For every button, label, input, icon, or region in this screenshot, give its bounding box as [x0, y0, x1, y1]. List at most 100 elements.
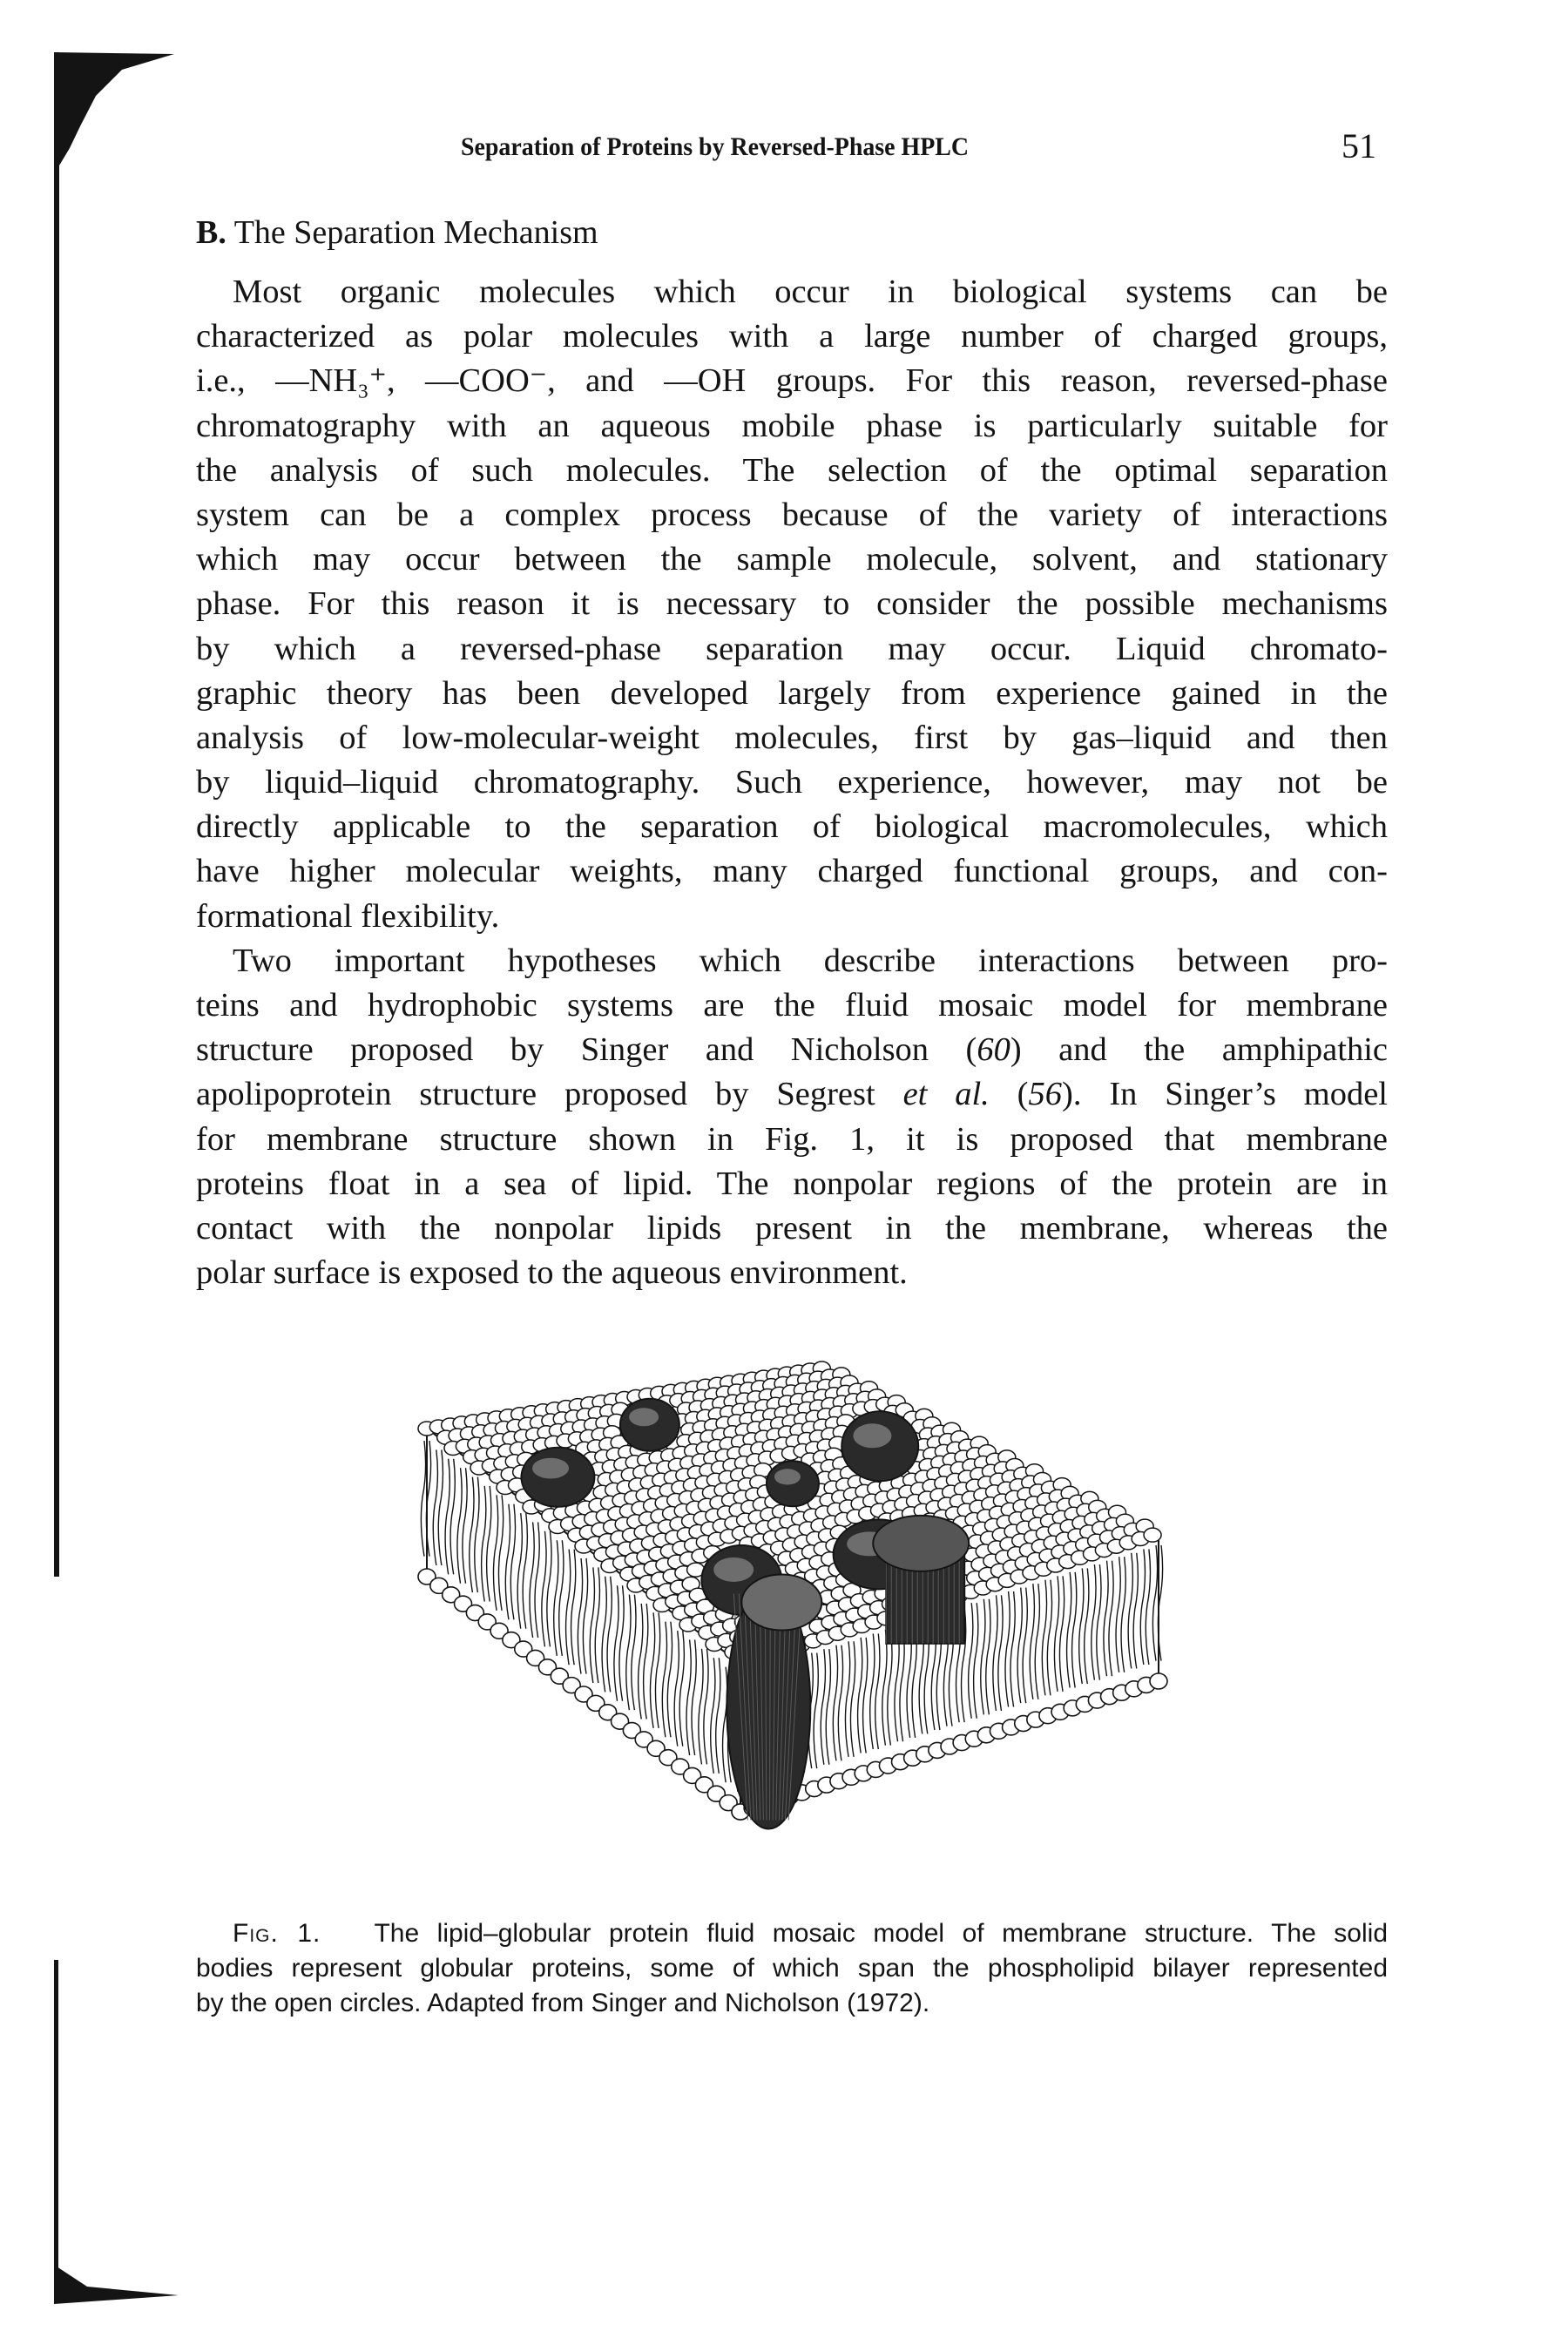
lipid-head	[659, 1748, 678, 1767]
lipid-head	[670, 1758, 690, 1775]
figure-label: Fig. 1.	[233, 1919, 321, 1948]
lipid-tail	[1108, 1560, 1114, 1677]
lipid-tail	[517, 1512, 524, 1629]
lipid-tail	[1022, 1587, 1028, 1704]
text-line: by liquid–liquid chromatography. Such ex…	[196, 764, 1388, 801]
page-number: 51	[1342, 126, 1376, 166]
lipid-tail	[546, 1530, 552, 1647]
lipid-tail	[469, 1476, 475, 1593]
lipid-head	[598, 1703, 618, 1721]
lipid-tail	[432, 1449, 439, 1566]
text-line: by which a reversed-phase separation may…	[196, 630, 1388, 667]
lipid-tail	[875, 1633, 881, 1750]
lipid-tail	[985, 1598, 991, 1715]
scan-edge-mark	[54, 52, 179, 2304]
lipid-tail	[967, 1603, 974, 1719]
lipid-tail	[997, 1595, 1004, 1712]
lipid-tail	[844, 1641, 851, 1758]
protein-top	[740, 1573, 823, 1632]
lipid-tail	[849, 1641, 856, 1758]
lipid-tail	[1010, 1591, 1016, 1707]
text-line: analysis of low-molecular-weight molecul…	[196, 719, 1388, 756]
lipid-tail	[661, 1621, 668, 1738]
lipid-tail	[582, 1557, 589, 1674]
lipid-tail	[679, 1630, 686, 1747]
lipid-tail	[570, 1549, 577, 1665]
text-line: characterized as polar molecules with a …	[196, 318, 1388, 355]
lipid-tail	[1029, 1584, 1036, 1699]
lipid-tail	[1053, 1576, 1060, 1693]
lipid-tail	[529, 1522, 535, 1638]
protein-hatching	[738, 1593, 752, 1821]
lipid-tail	[462, 1468, 468, 1584]
text-line: contact with the nonpolar lipids present…	[196, 1209, 1388, 1247]
lipid-tail	[564, 1549, 571, 1665]
lipid-tail	[1058, 1576, 1065, 1693]
lipid-tail	[558, 1540, 564, 1656]
lipid-tail	[425, 1440, 432, 1557]
caption-line: by the open circles. Adapted from Singer…	[196, 1989, 930, 2017]
lipid-tail	[825, 1649, 832, 1765]
lipid-tail	[1096, 1564, 1102, 1680]
lipid-tail	[1004, 1591, 1010, 1707]
lipid-tail	[869, 1633, 875, 1750]
lipid-tail	[673, 1630, 680, 1747]
lipid-tail	[522, 1512, 529, 1629]
section-letter: B.	[196, 214, 226, 251]
lipid-tail	[686, 1639, 692, 1756]
lipid-tail	[1157, 1544, 1164, 1661]
lipid-tail	[1041, 1579, 1048, 1696]
lipid-head	[586, 1694, 605, 1713]
lipid-head	[537, 1659, 558, 1676]
protein-hatching	[743, 1593, 755, 1821]
lipid-tail	[541, 1530, 547, 1647]
lipid-tail	[420, 1440, 427, 1557]
text-line: which may occur between the sample molec…	[196, 541, 1388, 578]
lipid-tail	[510, 1503, 517, 1620]
lipid-tail	[504, 1503, 511, 1620]
lipid-head	[562, 1676, 581, 1694]
protein-hatching	[785, 1593, 797, 1821]
lipid-tail	[837, 1645, 844, 1761]
lipid-tail	[1139, 1549, 1146, 1665]
lipid-tail	[497, 1495, 504, 1611]
protein-highlight	[532, 1457, 570, 1479]
lipid-tail	[1152, 1544, 1159, 1661]
lipid-tail	[534, 1522, 540, 1638]
lipid-tail	[856, 1637, 863, 1753]
lipid-tail	[589, 1567, 596, 1684]
lipid-tail	[832, 1645, 839, 1761]
lipid-tail	[887, 1629, 893, 1746]
text-segment: structure proposed by Singer and Nichols…	[196, 1031, 977, 1069]
protein-hatching	[787, 1593, 802, 1821]
lipid-tail	[437, 1449, 444, 1566]
lipid-tail	[649, 1612, 656, 1729]
lipid-head	[622, 1721, 642, 1740]
text-line: directly applicable to the separation of…	[196, 808, 1388, 846]
protein-hatching	[748, 1593, 758, 1821]
text-line: have higher molecular weights, many char…	[196, 853, 1388, 890]
running-head: Separation of Proteins by Reversed-Phase…	[461, 132, 970, 161]
lipid-tail	[631, 1594, 637, 1711]
lipid-head	[694, 1776, 714, 1794]
lipid-tail	[577, 1557, 584, 1674]
protein-highlight	[853, 1423, 892, 1449]
lipid-head	[682, 1767, 702, 1785]
text-line: polar surface is exposed to the aqueous …	[196, 1254, 908, 1292]
lipid-tail	[1120, 1557, 1126, 1672]
lipid-head	[417, 1568, 436, 1585]
lipid-tail	[625, 1594, 632, 1711]
lipid-tail	[1084, 1568, 1090, 1685]
protein-hatching	[775, 1593, 781, 1821]
text-line: Two important hypotheses which describe …	[233, 942, 1388, 979]
protein-hatching	[733, 1593, 748, 1821]
lipid-tail	[715, 1658, 721, 1774]
text-line: structure proposed by Singer and Nichols…	[196, 1028, 1388, 1072]
protein-hatching	[769, 1593, 771, 1821]
lipid-tail	[654, 1612, 661, 1729]
lipid-tail	[820, 1649, 827, 1765]
protein-hatching	[781, 1593, 792, 1821]
lipid-tail	[618, 1585, 625, 1701]
lipid-tail	[474, 1476, 480, 1593]
lipid-tail	[703, 1648, 709, 1765]
